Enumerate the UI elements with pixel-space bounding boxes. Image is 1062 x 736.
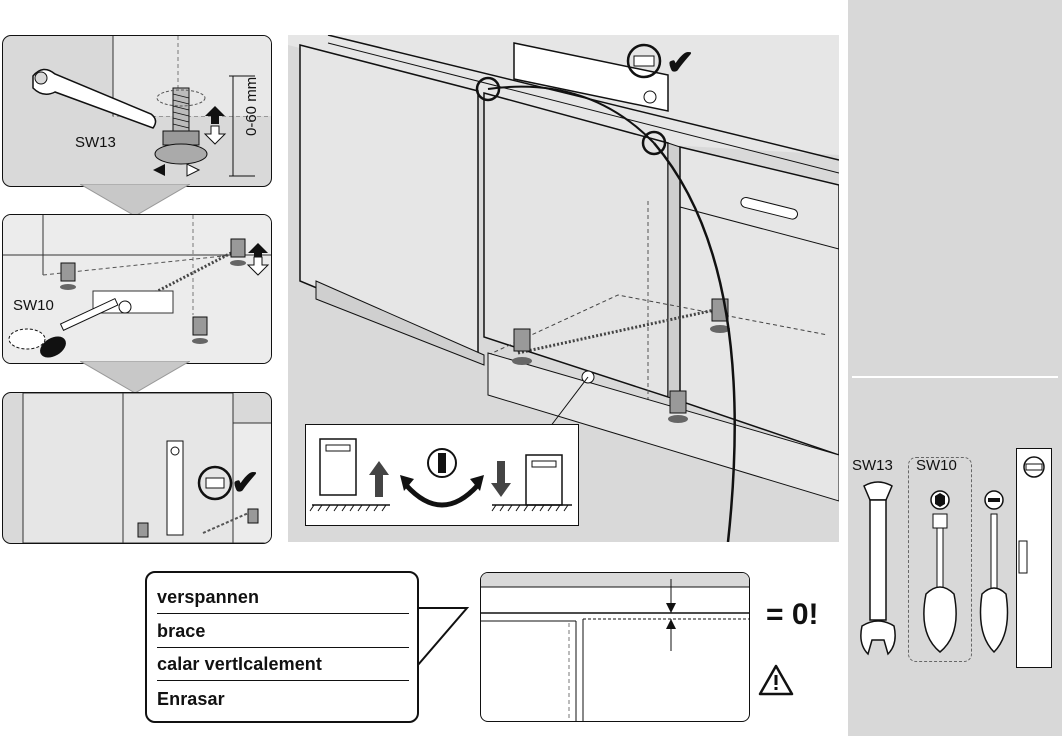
checkmark-icon: ✔ bbox=[231, 464, 260, 502]
spirit-level-icon bbox=[513, 42, 669, 112]
step-panel-adjust-feet: SW13 0-60 mm bbox=[2, 35, 272, 187]
hex-screwdriver-group bbox=[908, 457, 972, 662]
screwdriver-icon bbox=[916, 484, 964, 661]
wrench-size-label: SW13 bbox=[75, 134, 116, 151]
wrench-icon bbox=[852, 476, 904, 661]
checkmark-icon: ✔ bbox=[666, 44, 695, 82]
sidebar-divider bbox=[852, 376, 1058, 378]
callout-divider bbox=[157, 647, 409, 648]
screwdriver-size-label: SW10 bbox=[13, 297, 54, 314]
spirit-level-icon bbox=[1016, 448, 1052, 668]
flat-screwdriver-icon bbox=[976, 484, 1012, 661]
step-arrow-down-1 bbox=[80, 184, 190, 217]
warning-icon bbox=[758, 664, 794, 696]
spirit-level-icon bbox=[166, 440, 184, 536]
callout-divider bbox=[157, 680, 409, 681]
main-scene-illustration bbox=[288, 35, 839, 542]
level-check-illustration bbox=[22, 393, 271, 543]
callout-pointer bbox=[405, 607, 470, 682]
gap-detail-illustration bbox=[481, 573, 749, 721]
rotate-arrow-icon bbox=[400, 448, 484, 508]
tool-wrench-label: SW13 bbox=[852, 457, 893, 474]
adjust-feet-illustration bbox=[32, 36, 271, 177]
gap-detail-panel bbox=[480, 572, 750, 722]
wrench-icon bbox=[32, 68, 157, 129]
adjust-height-diagram bbox=[309, 438, 572, 512]
callout-label-fr: calar vertIcalement bbox=[157, 654, 322, 674]
gap-equation: = 0! bbox=[766, 598, 819, 631]
translation-callout: verspannen brace calar vertIcalement Enr… bbox=[145, 571, 419, 723]
step-arrow-down-2 bbox=[80, 361, 190, 394]
arrow-up-icon bbox=[369, 461, 389, 497]
arrow-down-icon bbox=[491, 461, 511, 497]
step-panel-rear-adjust: SW10 bbox=[2, 214, 272, 364]
rear-adjust-illustration bbox=[3, 215, 271, 363]
callout-divider bbox=[157, 613, 409, 614]
callout-label-en: brace bbox=[157, 621, 206, 641]
screwdriver-icon bbox=[8, 297, 119, 358]
adjust-height-instruction bbox=[305, 424, 579, 526]
height-range-label: 0-60 mm bbox=[243, 76, 260, 136]
callout-label-de: verspannen bbox=[157, 587, 260, 607]
step-panel-level-check: ✔ bbox=[2, 392, 272, 544]
callout-label-es: Enrasar bbox=[157, 689, 225, 709]
tool-hex-screwdriver-label: SW10 bbox=[916, 457, 957, 474]
